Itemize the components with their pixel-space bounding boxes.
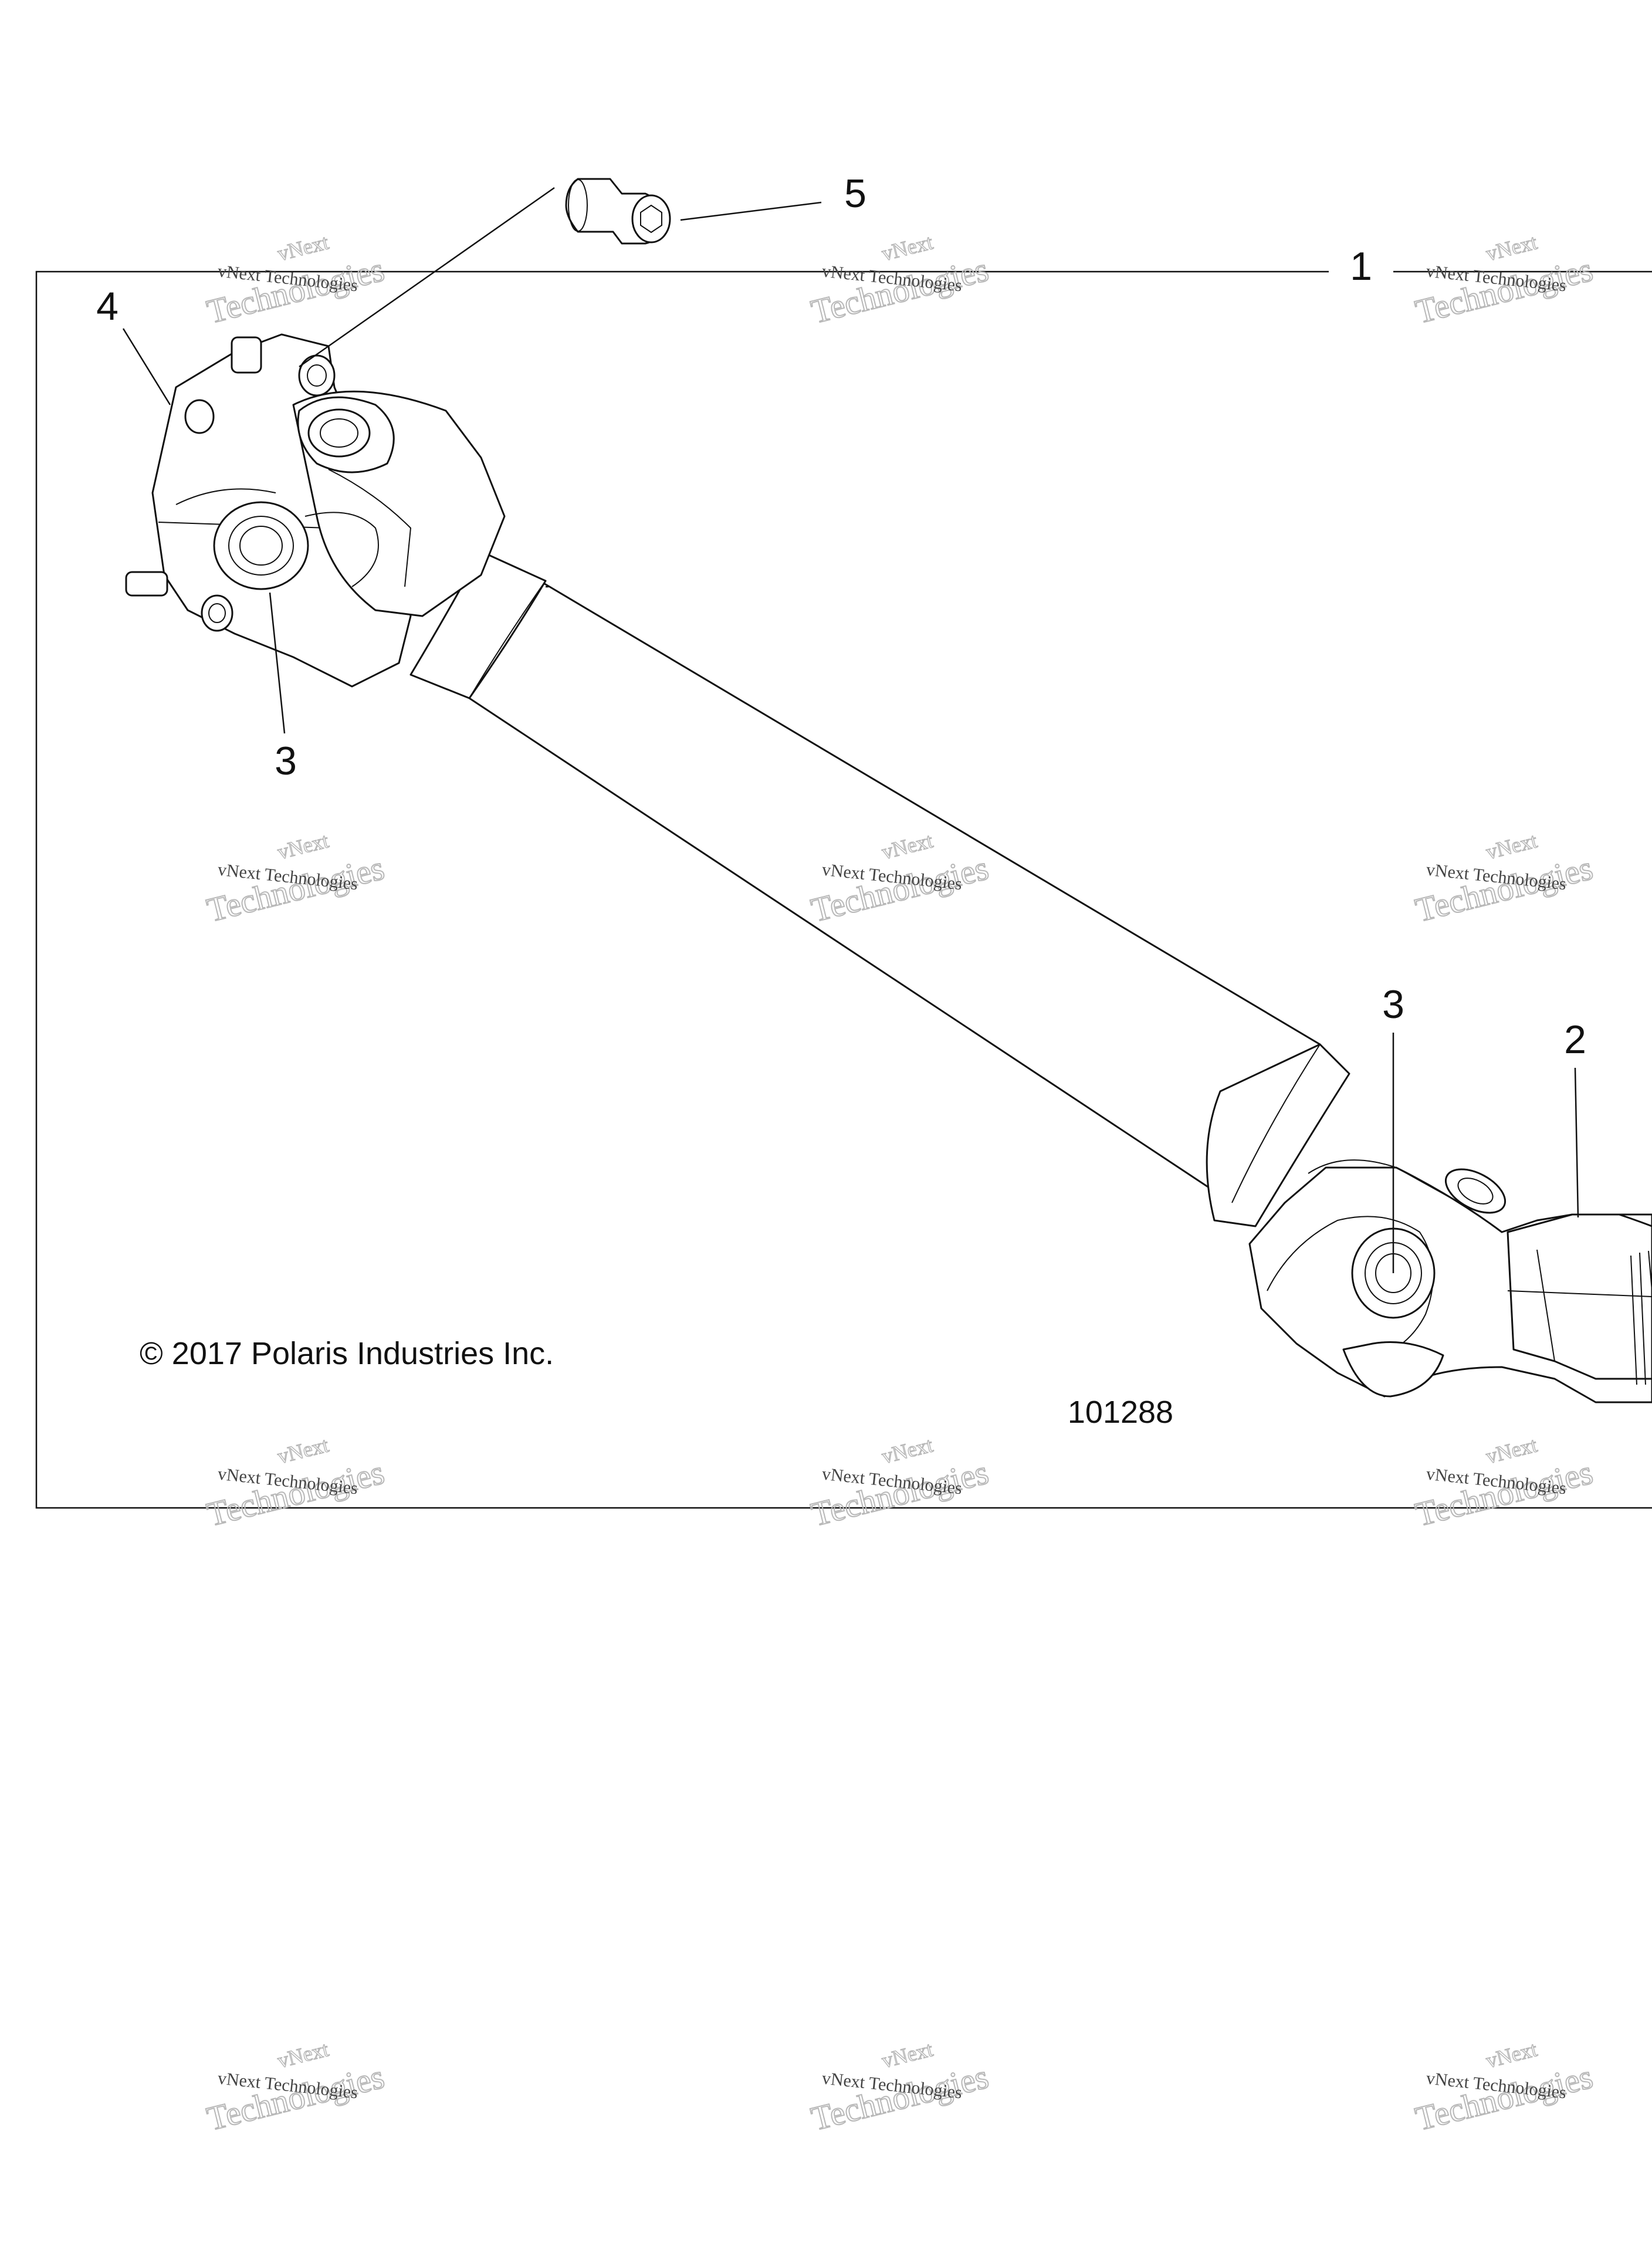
leader-5-to-flange	[299, 187, 555, 368]
leader-5	[680, 201, 822, 221]
callouts: 1 2 3 3 4 5	[96, 171, 1586, 1062]
driveshaft-tube	[409, 550, 1350, 1227]
rear-ujoint-assembly	[1248, 1159, 1652, 1403]
watermark-line1: vNext	[879, 230, 935, 265]
bearing-cap-top	[307, 408, 371, 458]
watermark-line1: vNext	[879, 2037, 935, 2072]
bearing-cap-center	[213, 501, 309, 590]
callout-1: 1	[1350, 244, 1372, 289]
watermark-line1: vNext	[1484, 230, 1539, 265]
watermark-line1: vNext	[275, 1433, 331, 1468]
leader-4	[122, 328, 171, 405]
leader-3-front	[269, 592, 286, 734]
bolt-part-5	[565, 178, 671, 245]
flange-bolt-head	[298, 354, 336, 397]
copyright-notice: © 2017 Polaris Industries Inc.	[140, 1336, 554, 1371]
watermark-line1: vNext	[879, 1433, 935, 1468]
watermark-line1: vNext	[1484, 828, 1539, 864]
front-ujoint-assembly	[125, 333, 506, 688]
watermark-line1: vNext	[275, 230, 331, 265]
watermark-line1: vNext	[1484, 2037, 1539, 2072]
drawing-number: 101288	[1068, 1395, 1173, 1430]
leader-lines	[122, 187, 1579, 1273]
callout-3-front: 3	[275, 739, 297, 783]
callout-2: 2	[1564, 1017, 1586, 1062]
callout-3-rear: 3	[1382, 982, 1404, 1027]
watermark-line1: vNext	[1484, 1433, 1539, 1468]
callout-5: 5	[844, 171, 866, 216]
watermark-line1: vNext	[275, 2037, 331, 2072]
flange-bolt-stud	[231, 336, 262, 374]
watermark-line1: vNext	[275, 828, 331, 864]
leader-2	[1574, 1067, 1579, 1218]
callout-4: 4	[96, 284, 119, 329]
diagram-frame	[35, 270, 1652, 1509]
